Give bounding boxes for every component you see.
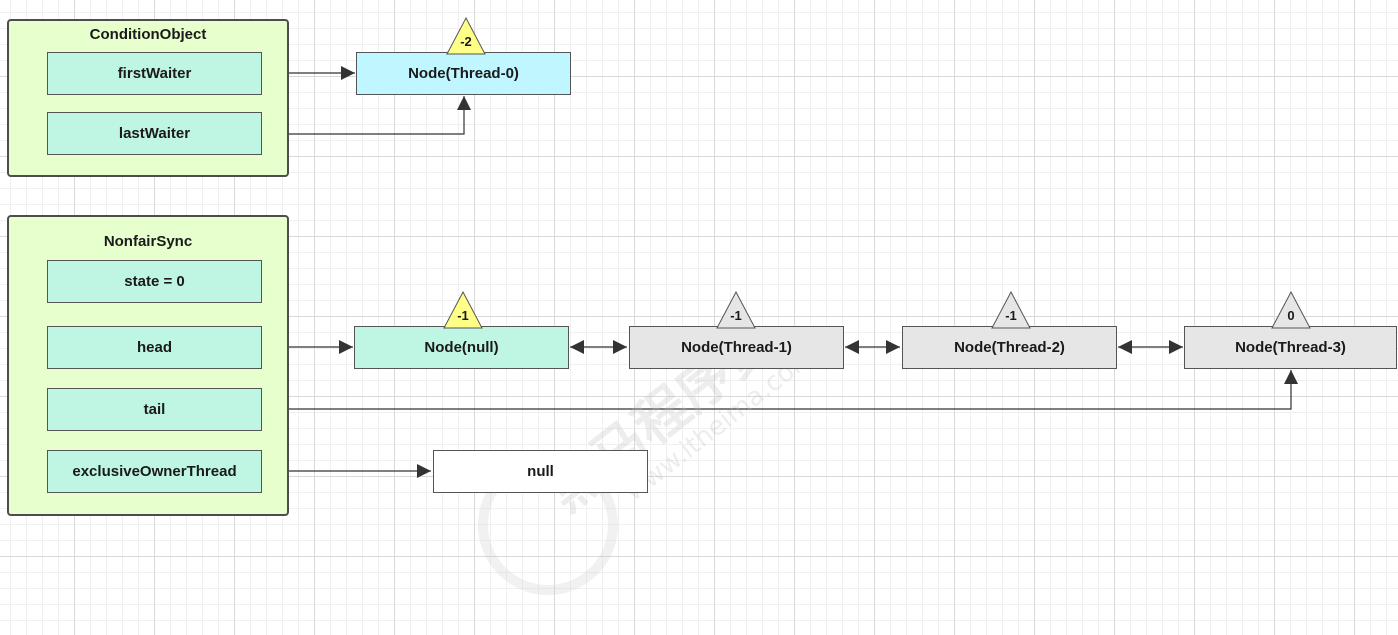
triangle-icon (716, 291, 756, 329)
wait-status-badge-thread-3: 0 (1271, 291, 1311, 329)
wait-status-null: -1 (457, 308, 469, 323)
last-waiter-field: lastWaiter (47, 112, 262, 155)
triangle-icon (443, 291, 483, 329)
owner-null-box: null (433, 450, 648, 493)
node-thread-3: Node(Thread-3) (1184, 326, 1397, 369)
wait-status-badge-thread-1: -1 (716, 291, 756, 329)
node-thread-0: Node(Thread-0) (356, 52, 571, 95)
wait-status-thread-1: -1 (730, 308, 742, 323)
tail-arrow (264, 370, 1298, 416)
head-field: head (47, 326, 262, 369)
wait-status-badge-thread-0: -2 (446, 17, 486, 55)
lastwaiter-arrow (262, 96, 471, 135)
node-thread-1: Node(Thread-1) (629, 326, 844, 369)
wait-status-badge-null: -1 (443, 291, 483, 329)
triangle-icon (1271, 291, 1311, 329)
first-waiter-field: firstWaiter (47, 52, 262, 95)
triangle-icon (446, 17, 486, 55)
node-thread-2: Node(Thread-2) (902, 326, 1117, 369)
wait-status-badge-thread-2: -1 (991, 291, 1031, 329)
exclusive-owner-thread-field: exclusiveOwnerThread (47, 450, 262, 493)
nonfair-sync-title: NonfairSync (103, 233, 193, 250)
tail-field: tail (47, 388, 262, 431)
state-field: state = 0 (47, 260, 262, 303)
condition-object-title: ConditionObject (89, 26, 207, 43)
node-null: Node(null) (354, 326, 569, 369)
triangle-icon (991, 291, 1031, 329)
wait-status-thread-0: -2 (460, 34, 472, 49)
wait-status-thread-2: -1 (1005, 308, 1017, 323)
wait-status-thread-3: 0 (1287, 308, 1295, 323)
